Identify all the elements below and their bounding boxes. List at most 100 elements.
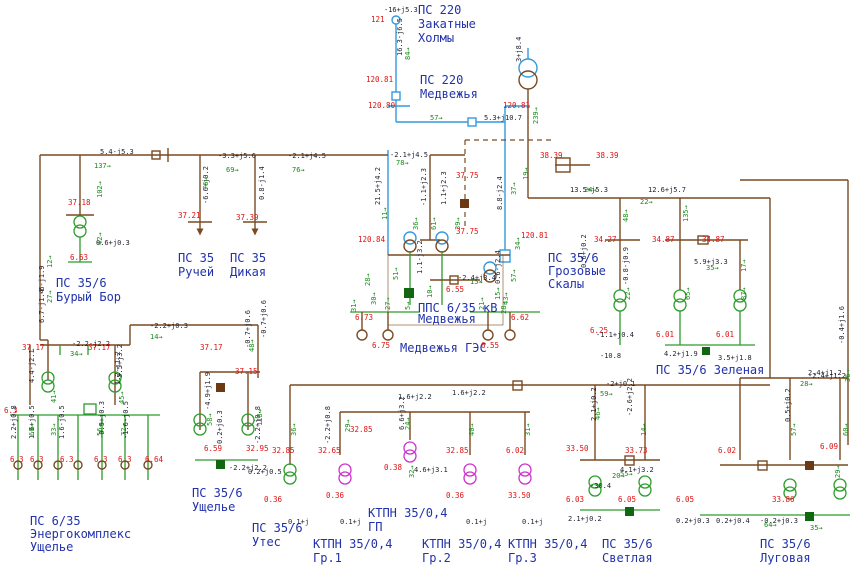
bus-voltage-label: 6.09 — [820, 442, 838, 451]
bus-voltage-label: 6.64 — [145, 455, 164, 464]
power-flow-label: -2.4+j3.4 — [458, 274, 496, 282]
power-flow-label: 2.1+j0.2 — [590, 387, 598, 421]
reactive-flow-label: 14→ — [150, 333, 163, 341]
station-name-ktpn-gr2: Гр.2 — [422, 551, 451, 565]
lines-220kv — [387, 15, 538, 263]
reactive-flow-label: 78→ — [396, 159, 409, 167]
bus-voltage-label: 37.15 — [235, 367, 258, 376]
station-name-ruchey: ПС 35 — [178, 251, 214, 265]
bus-voltage-label: 121 — [371, 15, 385, 24]
reactive-flow-label: 35→ — [706, 264, 719, 272]
power-flow-label: 0.6-j2.4 — [494, 250, 502, 284]
station-name-ktpn-gp: ГП — [368, 520, 382, 534]
power-flow-label: 1.1-j3.2 — [416, 240, 424, 274]
station-name-zakatnye: Холмы — [418, 31, 454, 45]
reactive-flow-label: 137→ — [94, 162, 111, 170]
station-name-lugovaya: Луговая — [760, 551, 811, 565]
bus-voltage-label: 33.50 — [508, 491, 531, 500]
station-name-zakatnye: Закатные — [418, 17, 476, 31]
power-flow-label: 0.2+j0.3 — [676, 517, 710, 525]
power-flow-label: -2.2+j0.8 — [324, 406, 332, 444]
bus-voltage-label: 33.50 — [566, 444, 589, 453]
power-flow-label: 0.2+j0.4 — [716, 517, 750, 525]
power-flow-label: -2.4+j1.2 — [808, 372, 846, 380]
reactive-flow-label: 76→ — [202, 177, 210, 190]
bus-voltage-label: 32.85 — [350, 425, 373, 434]
power-flow-label: 3.5+j1.8 — [718, 354, 752, 362]
bury-bor-transformer-a — [73, 215, 87, 229]
power-flow-label: 4.6+j3.1 — [414, 466, 448, 474]
power-flow-label: 0.1+j — [288, 518, 309, 526]
reactive-flow-label: 19→ — [522, 167, 530, 180]
station-name-svetlaya: Светлая — [602, 551, 653, 565]
bus-voltage-label: 6.3 — [30, 455, 44, 464]
reactive-flow-label: 36→ — [844, 369, 852, 382]
reactive-flow-label: 32→ — [408, 465, 416, 478]
reactive-flow-label: 31→ — [350, 299, 358, 312]
power-flow-label: -2.2+j0.3 — [150, 322, 188, 330]
reactive-flow-label: 135→ — [682, 205, 690, 222]
bus-voltage-label: 6.75 — [372, 341, 390, 350]
bus-voltage-label: 6.05 — [618, 495, 636, 504]
bus-voltage-label: 6.63 — [70, 253, 88, 262]
power-flow-label: 0.1+j — [340, 518, 361, 526]
reactive-flow-label: 28→ — [500, 301, 508, 314]
reactive-flow-label: 22→ — [624, 287, 632, 300]
reactive-flow-label: 37→ — [510, 182, 518, 195]
power-flow-label: 1.1+j2.3 — [440, 171, 448, 205]
station-name-lugovaya: ПС 35/6 — [760, 537, 811, 551]
bus-voltage-label: 6.01 — [656, 330, 674, 339]
reactive-flow-label: 10→ — [426, 285, 434, 298]
reactive-flow-label: 34→ — [514, 237, 522, 250]
power-flow-label: 5.4-j5.3 — [100, 148, 134, 156]
reactive-flow-label: 72→ — [120, 423, 128, 436]
station-name-zakatnye: ПС 220 — [418, 3, 461, 17]
station-name-ushchelie: ПС 35/6 — [192, 486, 243, 500]
reactive-flow-label: 24→ — [584, 186, 597, 194]
station-name-pps: Медвежья — [418, 312, 476, 326]
bus-voltage-label: 0.36 — [264, 495, 283, 504]
power-flow-label: -0.7+j0.6 — [260, 300, 268, 338]
reactive-flow-label: 102→ — [96, 181, 104, 198]
bus-voltage-label: 37.17 — [22, 343, 45, 352]
power-flow-label: -6.6+j0.2 — [202, 166, 210, 204]
power-flow-label: 2.1+j0.2 — [568, 515, 602, 523]
reactive-flow-label: 64→ — [764, 521, 777, 529]
station-name-medvezhya220: ПС 220 — [420, 73, 463, 87]
station-name-ktpn-gp: КТПН 35/0,4 — [368, 506, 447, 520]
reactive-flow-label: 29→ — [834, 465, 842, 478]
station-name-ktpn-gr3: Гр.3 — [508, 551, 537, 565]
power-flow-label: -0.9+j0.3 — [98, 401, 106, 439]
bus-voltage-label: 37.75 — [456, 171, 479, 180]
bus-voltage-label: 120.81 — [503, 101, 530, 110]
power-flow-label: 2.4+j1.2 — [808, 369, 842, 377]
reactive-flow-label: 87→ — [740, 287, 748, 300]
bus-voltage-label: 6.55 — [481, 341, 499, 350]
power-flow-label: 6.7-j1.4 — [38, 289, 46, 323]
reactive-flow-label: 14→ — [640, 423, 648, 436]
reactive-flow-label: 60→ — [842, 423, 850, 436]
station-name-zelenaya: ПС 35/6 Зеленая — [656, 363, 764, 377]
power-flow-label: -0.7+j0.6 — [244, 310, 252, 348]
power-flow-label: -0.2+j0.3 — [760, 517, 798, 525]
reactive-flow-label: 40→ — [468, 423, 476, 436]
reactive-flow-label: 59→ — [600, 390, 613, 398]
station-name-grozovye: Грозовые — [548, 264, 606, 278]
reactive-flow-label: 27→ — [46, 290, 54, 303]
reactive-flow-label: 61→ — [430, 217, 438, 230]
station-name-pps: ППС 6/35 кВ — [418, 301, 497, 315]
bus-voltage-label: 6.55 — [446, 285, 464, 294]
power-flow-label: 1.6+j2.2 — [398, 393, 432, 401]
bus-voltage-label: 6.73 — [355, 313, 373, 322]
bus-voltage-label: 34.27 — [594, 235, 617, 244]
bus-voltage-label: 0.38 — [384, 463, 403, 472]
power-flow-label: 0.2+j0.5 — [248, 468, 282, 476]
station-name-grozovye: ПС 35/6 — [548, 251, 599, 265]
bus-voltage-label: 37.17 — [88, 343, 111, 352]
reactive-flow-label: 56→ — [96, 423, 104, 436]
reactive-flow-label: 46→ — [594, 407, 602, 420]
power-flow-label: 0.6+j0.3 — [96, 239, 130, 247]
reactive-flow-label: 35→ — [810, 524, 823, 532]
power-flow-label: -1.1+j0.4 — [596, 331, 634, 339]
bus-voltage-label: 37.21 — [178, 211, 201, 220]
